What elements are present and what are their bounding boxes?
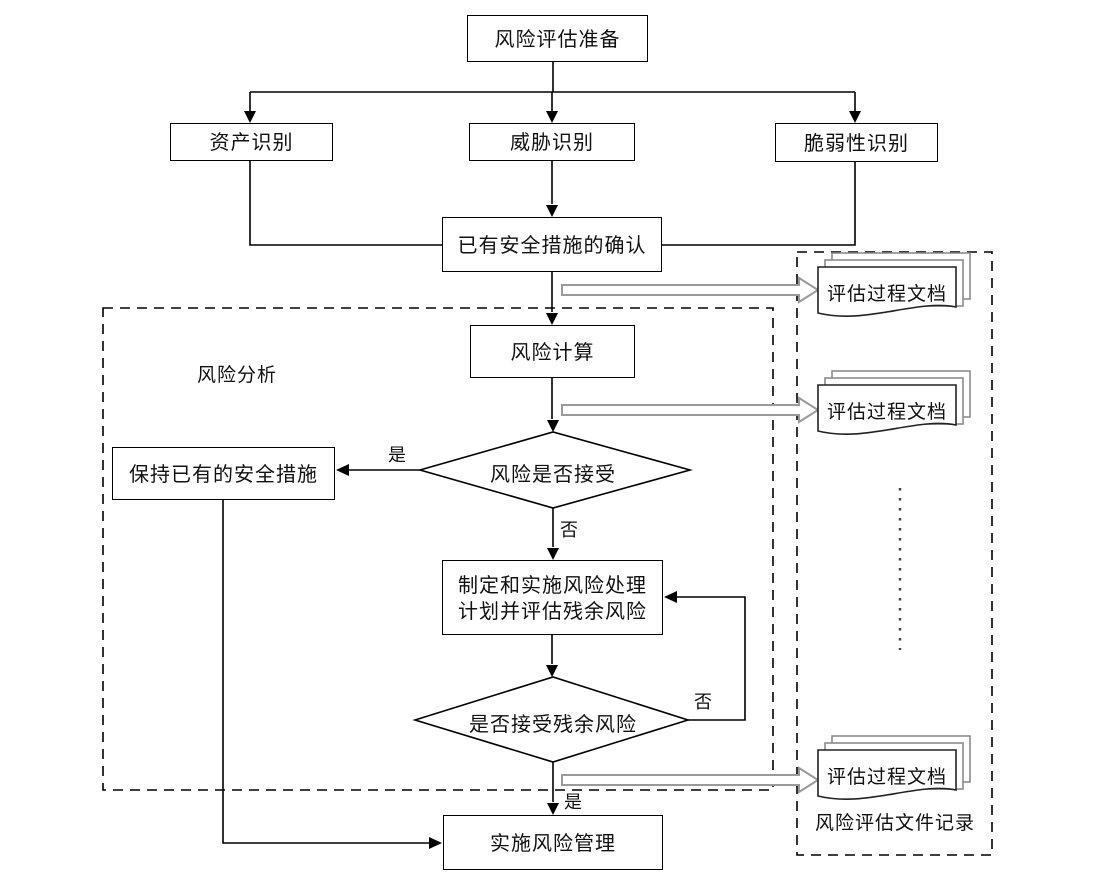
node-label: 威胁识别	[510, 130, 594, 154]
connector-lines	[222, 62, 856, 844]
node-risk-treatment-plan: 制定和实施风险处理 计划并评估残余风险	[442, 560, 663, 635]
decision-residual-risk-shape	[412, 676, 691, 763]
node-keep-existing-measures: 保持已有的安全措施	[112, 447, 335, 500]
edge-label-no-2: 否	[694, 692, 713, 713]
node-confirm-existing-measures: 已有安全措施的确认	[442, 217, 662, 272]
edge-label-no-1: 否	[560, 520, 579, 541]
node-asset-identification: 资产识别	[170, 123, 333, 161]
node-risk-calculation: 风险计算	[470, 325, 635, 378]
node-label: 风险计算	[510, 339, 595, 364]
risk-analysis-group-border	[102, 307, 774, 791]
document-label-2: 评估过程文档	[826, 401, 947, 423]
node-label: 保持已有的安全措施	[129, 461, 318, 486]
node-risk-assessment-preparation: 风险评估准备	[467, 15, 648, 62]
hollow-arrow-3	[561, 766, 820, 794]
risk-analysis-group-label: 风险分析	[197, 364, 278, 386]
node-label: 实施风险管理	[490, 830, 616, 855]
decision-residual-risk-label: 是否接受残余风险	[469, 712, 637, 736]
hollow-arrow-2	[561, 396, 820, 424]
document-label-3: 评估过程文档	[826, 766, 947, 788]
node-label-line1: 制定和实施风险处理	[458, 572, 647, 597]
edge-label-yes-1: 是	[388, 445, 407, 466]
node-label-line2: 计划并评估残余风险	[458, 598, 647, 623]
hollow-arrow-1	[561, 276, 820, 304]
records-group-border	[796, 251, 993, 856]
decision-risk-accept-label: 风险是否接受	[490, 462, 616, 486]
node-threat-identification: 威胁识别	[469, 123, 635, 161]
edge-label-yes-2: 是	[564, 792, 583, 813]
document-stack-2	[817, 370, 971, 435]
node-label: 脆弱性识别	[804, 130, 909, 155]
document-stack-3	[817, 735, 971, 800]
node-implement-risk-management: 实施风险管理	[443, 815, 663, 870]
arrowheads	[244, 111, 861, 849]
document-stack-1	[817, 252, 971, 317]
decision-risk-accept-shape	[417, 431, 693, 509]
hollow-arrows	[561, 276, 820, 794]
document-label-1: 评估过程文档	[826, 283, 947, 305]
node-label: 风险评估准备	[494, 26, 621, 51]
node-label: 已有安全措施的确认	[457, 232, 647, 257]
records-group-label: 风险评估文件记录	[814, 812, 975, 834]
node-label: 资产识别	[209, 130, 294, 154]
node-vulnerability-identification: 脆弱性识别	[775, 123, 938, 162]
